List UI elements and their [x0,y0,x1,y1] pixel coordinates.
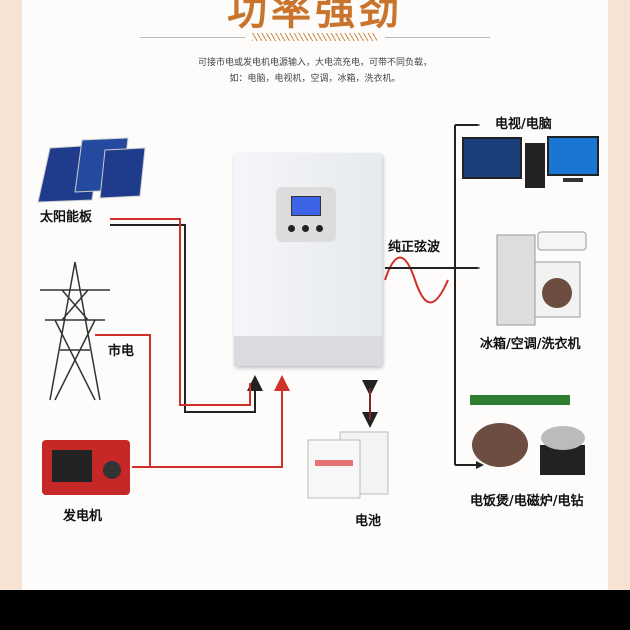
label-tv-computer: 电视/电脑 [495,117,552,132]
sine-wave-icon [384,256,449,304]
kitchen-appliances-icon [470,395,585,475]
label-battery: 电池 [355,514,382,529]
bottom-black-bar [0,590,630,630]
divider-left [140,37,245,38]
power-pylon-icon [40,261,110,401]
divider-right [385,37,490,38]
control-panel [276,187,336,242]
description-line-1: 可接市电或发电机电源输入，大电流充电，可带不同负载， [197,58,432,68]
button-3 [316,225,323,232]
solar-line-black [110,224,263,413]
inverter-device [234,153,382,366]
label-kitchen: 电饭煲/电磁炉/电钻 [470,494,584,509]
label-waveform: 纯正弦波 [388,240,441,255]
solar-panel-icon [37,137,146,203]
label-grid: 市电 [108,344,135,359]
battery-icon [307,431,389,499]
label-appliances: 冰箱/空调/洗衣机 [480,337,581,352]
button-2 [302,225,309,232]
page-title: 功率强劲 [227,0,403,34]
description-line-2: 如：电脑，电视机，空调，冰箱，洗衣机。 [229,74,401,84]
inverter-base [234,336,382,366]
button-1 [288,225,295,232]
tv-computer-icon [462,136,599,188]
solar-line-red [110,218,251,406]
divider-hatch [252,33,377,41]
appliances-icon [496,231,587,326]
output-line [385,124,478,466]
generator-icon [42,440,130,495]
label-generator: 发电机 [63,509,103,524]
lcd-screen [291,196,321,216]
label-solar: 太阳能板 [40,210,93,225]
